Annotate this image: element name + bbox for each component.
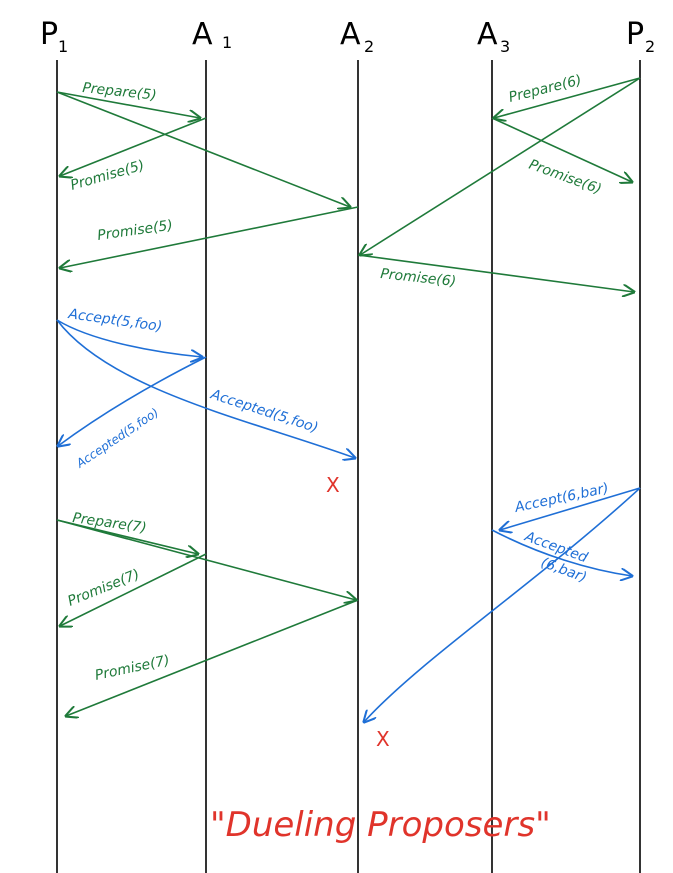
svg-text:2: 2 (364, 37, 374, 56)
label-accepted5-a2: Accepted(5,foo) (208, 386, 320, 436)
label-promise6-a2: Promise(6) (380, 266, 457, 290)
header-p1: P 1 (40, 17, 68, 56)
label-promise5-a1: Promise(5) (69, 158, 146, 194)
arrow-promise6-a3 (491, 117, 632, 182)
arrow-promise5-a2 (60, 206, 359, 268)
label-prepare6: Prepare(6) (507, 72, 583, 106)
arrow-accept5-a2 (56, 319, 355, 458)
lifelines (56, 60, 641, 873)
arrow-prepare7-a2 (56, 519, 356, 600)
arrow-accept6-a2 (364, 487, 641, 722)
arrow-prepare5-a1 (56, 91, 200, 118)
blue-arrows (56, 319, 641, 722)
green-arrows (56, 77, 641, 716)
svg-text:A: A (192, 17, 213, 52)
svg-text:P: P (40, 17, 58, 52)
arrow-promise6-a2 (357, 254, 634, 292)
arrow-accept5-a1 (56, 319, 202, 357)
svg-text:3: 3 (500, 37, 510, 56)
svg-text:1: 1 (222, 33, 232, 52)
failure-marks: X X (326, 473, 390, 751)
arrow-accepted6-a3 (491, 529, 632, 576)
header-a3: A 3 (477, 17, 510, 56)
arrow-prepare6-a3 (494, 77, 641, 118)
green-labels: Prepare(5) Promise(5) Promise(5) Prepare… (66, 72, 604, 684)
arrow-prepare5-a2 (56, 91, 350, 207)
header-a1: A 1 (192, 17, 232, 52)
failure-mark-a2-first: X (326, 473, 340, 497)
svg-text:1: 1 (58, 37, 68, 56)
label-accepted5-a1: Accepted(5,foo) (73, 405, 161, 471)
header-a2: A 2 (340, 17, 374, 56)
svg-text:2: 2 (645, 37, 655, 56)
failure-mark-a2-second: X (376, 727, 390, 751)
arrow-promise7-a1 (60, 553, 207, 626)
arrow-accept6-a3 (500, 487, 641, 530)
caption-dueling-proposers: "Dueling Proposers" (210, 805, 551, 845)
arrow-promise5-a1 (60, 117, 207, 176)
label-promise5-a2: Promise(5) (96, 218, 174, 244)
arrow-accepted5-a1 (58, 356, 207, 446)
svg-text:P: P (626, 17, 644, 52)
svg-text:A: A (340, 17, 361, 52)
header-p2: P 2 (626, 17, 655, 56)
arrow-promise7-a2 (66, 599, 359, 716)
arrow-prepare6-a2 (360, 77, 641, 255)
label-prepare5: Prepare(5) (82, 80, 158, 104)
svg-text:A: A (477, 17, 498, 52)
label-promise7-a1: Promise(7) (66, 566, 142, 609)
